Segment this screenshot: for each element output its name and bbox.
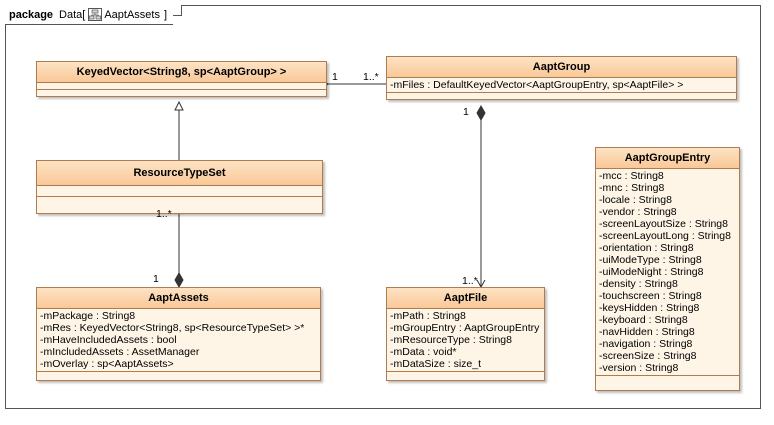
generalization-arrow [174,100,184,111]
attribute-row: -version : String8 [599,362,679,374]
attribute-row: -mHaveIncludedAssets : bool [40,334,177,346]
multiplicity-kv-side: 1 [332,71,338,83]
composition-diamond [476,104,486,122]
package-keyword: package [9,8,54,21]
attribute-row: -keysHidden : String8 [599,302,700,314]
attribute-row: -keyboard : String8 [599,314,688,326]
close-bracket: ] [163,8,168,21]
attributes-section: -mcc : String8 -mnc : String8 -locale : … [596,169,739,376]
attribute-row: -touchscreen : String8 [599,290,702,302]
operations-section [596,376,739,390]
attribute-row: -orientation : String8 [599,242,694,254]
class-name: KeyedVector<String8, sp<AaptGroup> > [37,62,326,83]
attribute-row: -mData : void* [390,346,457,358]
attribute-row: -uiModeType : String8 [599,254,702,266]
multiplicity-group-to-file-bottom: 1..* [462,275,478,287]
open-bracket: [ [82,8,86,21]
attributes-section: -mPath : String8 -mGroupEntry : AaptGrou… [387,309,544,372]
class-name: AaptAssets [37,288,320,309]
attribute-row: -mPath : String8 [390,310,466,322]
operations-section [37,372,320,380]
class-name: AaptGroupEntry [596,148,739,169]
class-aapt-group[interactable]: AaptGroup -mFiles : DefaultKeyedVector<A… [386,56,737,100]
rts-generalization [174,100,184,160]
attribute-row: -density : String8 [599,278,678,290]
class-name: ResourceTypeSet [37,161,322,186]
attributes-section [37,83,326,90]
attribute-row: -screenSize : String8 [599,350,697,362]
operations-section [387,372,544,380]
class-aapt-group-entry[interactable]: AaptGroupEntry -mcc : String8 -mnc : Str… [595,147,740,391]
attribute-row: -mFiles : DefaultKeyedVector<AaptGroupEn… [390,79,684,91]
attribute-row: -uiModeNight : String8 [599,266,704,278]
attribute-row: -screenLayoutSize : String8 [599,218,728,230]
diagram-name: AaptAssets [104,8,160,21]
attribute-row: -navigation : String8 [599,338,693,350]
attribute-row: -vendor : String8 [599,206,677,218]
class-diagram-icon [88,8,103,21]
operations-section [387,93,736,99]
attribute-row: -mGroupEntry : AaptGroupEntry [390,322,540,334]
multiplicity-rts-side: 1..* [156,208,172,220]
class-name: AaptGroup [387,57,736,78]
attributes-section [37,186,322,197]
attribute-row: -locale : String8 [599,194,672,206]
attribute-row: -mRes : KeyedVector<String8, sp<Resource… [40,322,305,334]
group-file-association [476,104,486,289]
class-resource-type-set[interactable]: ResourceTypeSet [36,160,323,214]
multiplicity-group-to-file-top: 1 [463,106,469,118]
attributes-section: -mFiles : DefaultKeyedVector<AaptGroupEn… [387,78,736,93]
class-aapt-assets[interactable]: AaptAssets -mPackage : String8 -mRes : K… [36,287,321,381]
multiplicity-assets-side: 1 [153,273,159,285]
assets-rts-association [174,205,184,289]
package-tab: package Data [ AaptAssets ] [5,5,183,25]
operations-section [37,90,326,96]
attribute-row: -mResourceType : String8 [390,334,512,346]
composition-diamond [174,271,184,289]
attribute-row: -mnc : String8 [599,182,665,194]
class-aapt-file[interactable]: AaptFile -mPath : String8 -mGroupEntry :… [386,287,545,381]
attribute-row: -screenLayoutLong : String8 [599,230,731,242]
attribute-row: -mOverlay : sp<AaptAssets> [40,358,174,370]
class-keyed-vector[interactable]: KeyedVector<String8, sp<AaptGroup> > [36,61,327,97]
attribute-row: -mPackage : String8 [40,310,136,322]
operations-section [37,197,322,213]
attribute-row: -navHidden : String8 [599,326,695,338]
class-name: AaptFile [387,288,544,309]
attributes-section: -mPackage : String8 -mRes : KeyedVector<… [37,309,320,372]
attribute-row: -mIncludedAssets : AssetManager [40,346,200,358]
attribute-row: -mcc : String8 [599,170,664,182]
package-name: Data [59,8,83,21]
multiplicity-group-side: 1..* [363,71,379,83]
attribute-row: -mDataSize : size_t [390,358,482,370]
